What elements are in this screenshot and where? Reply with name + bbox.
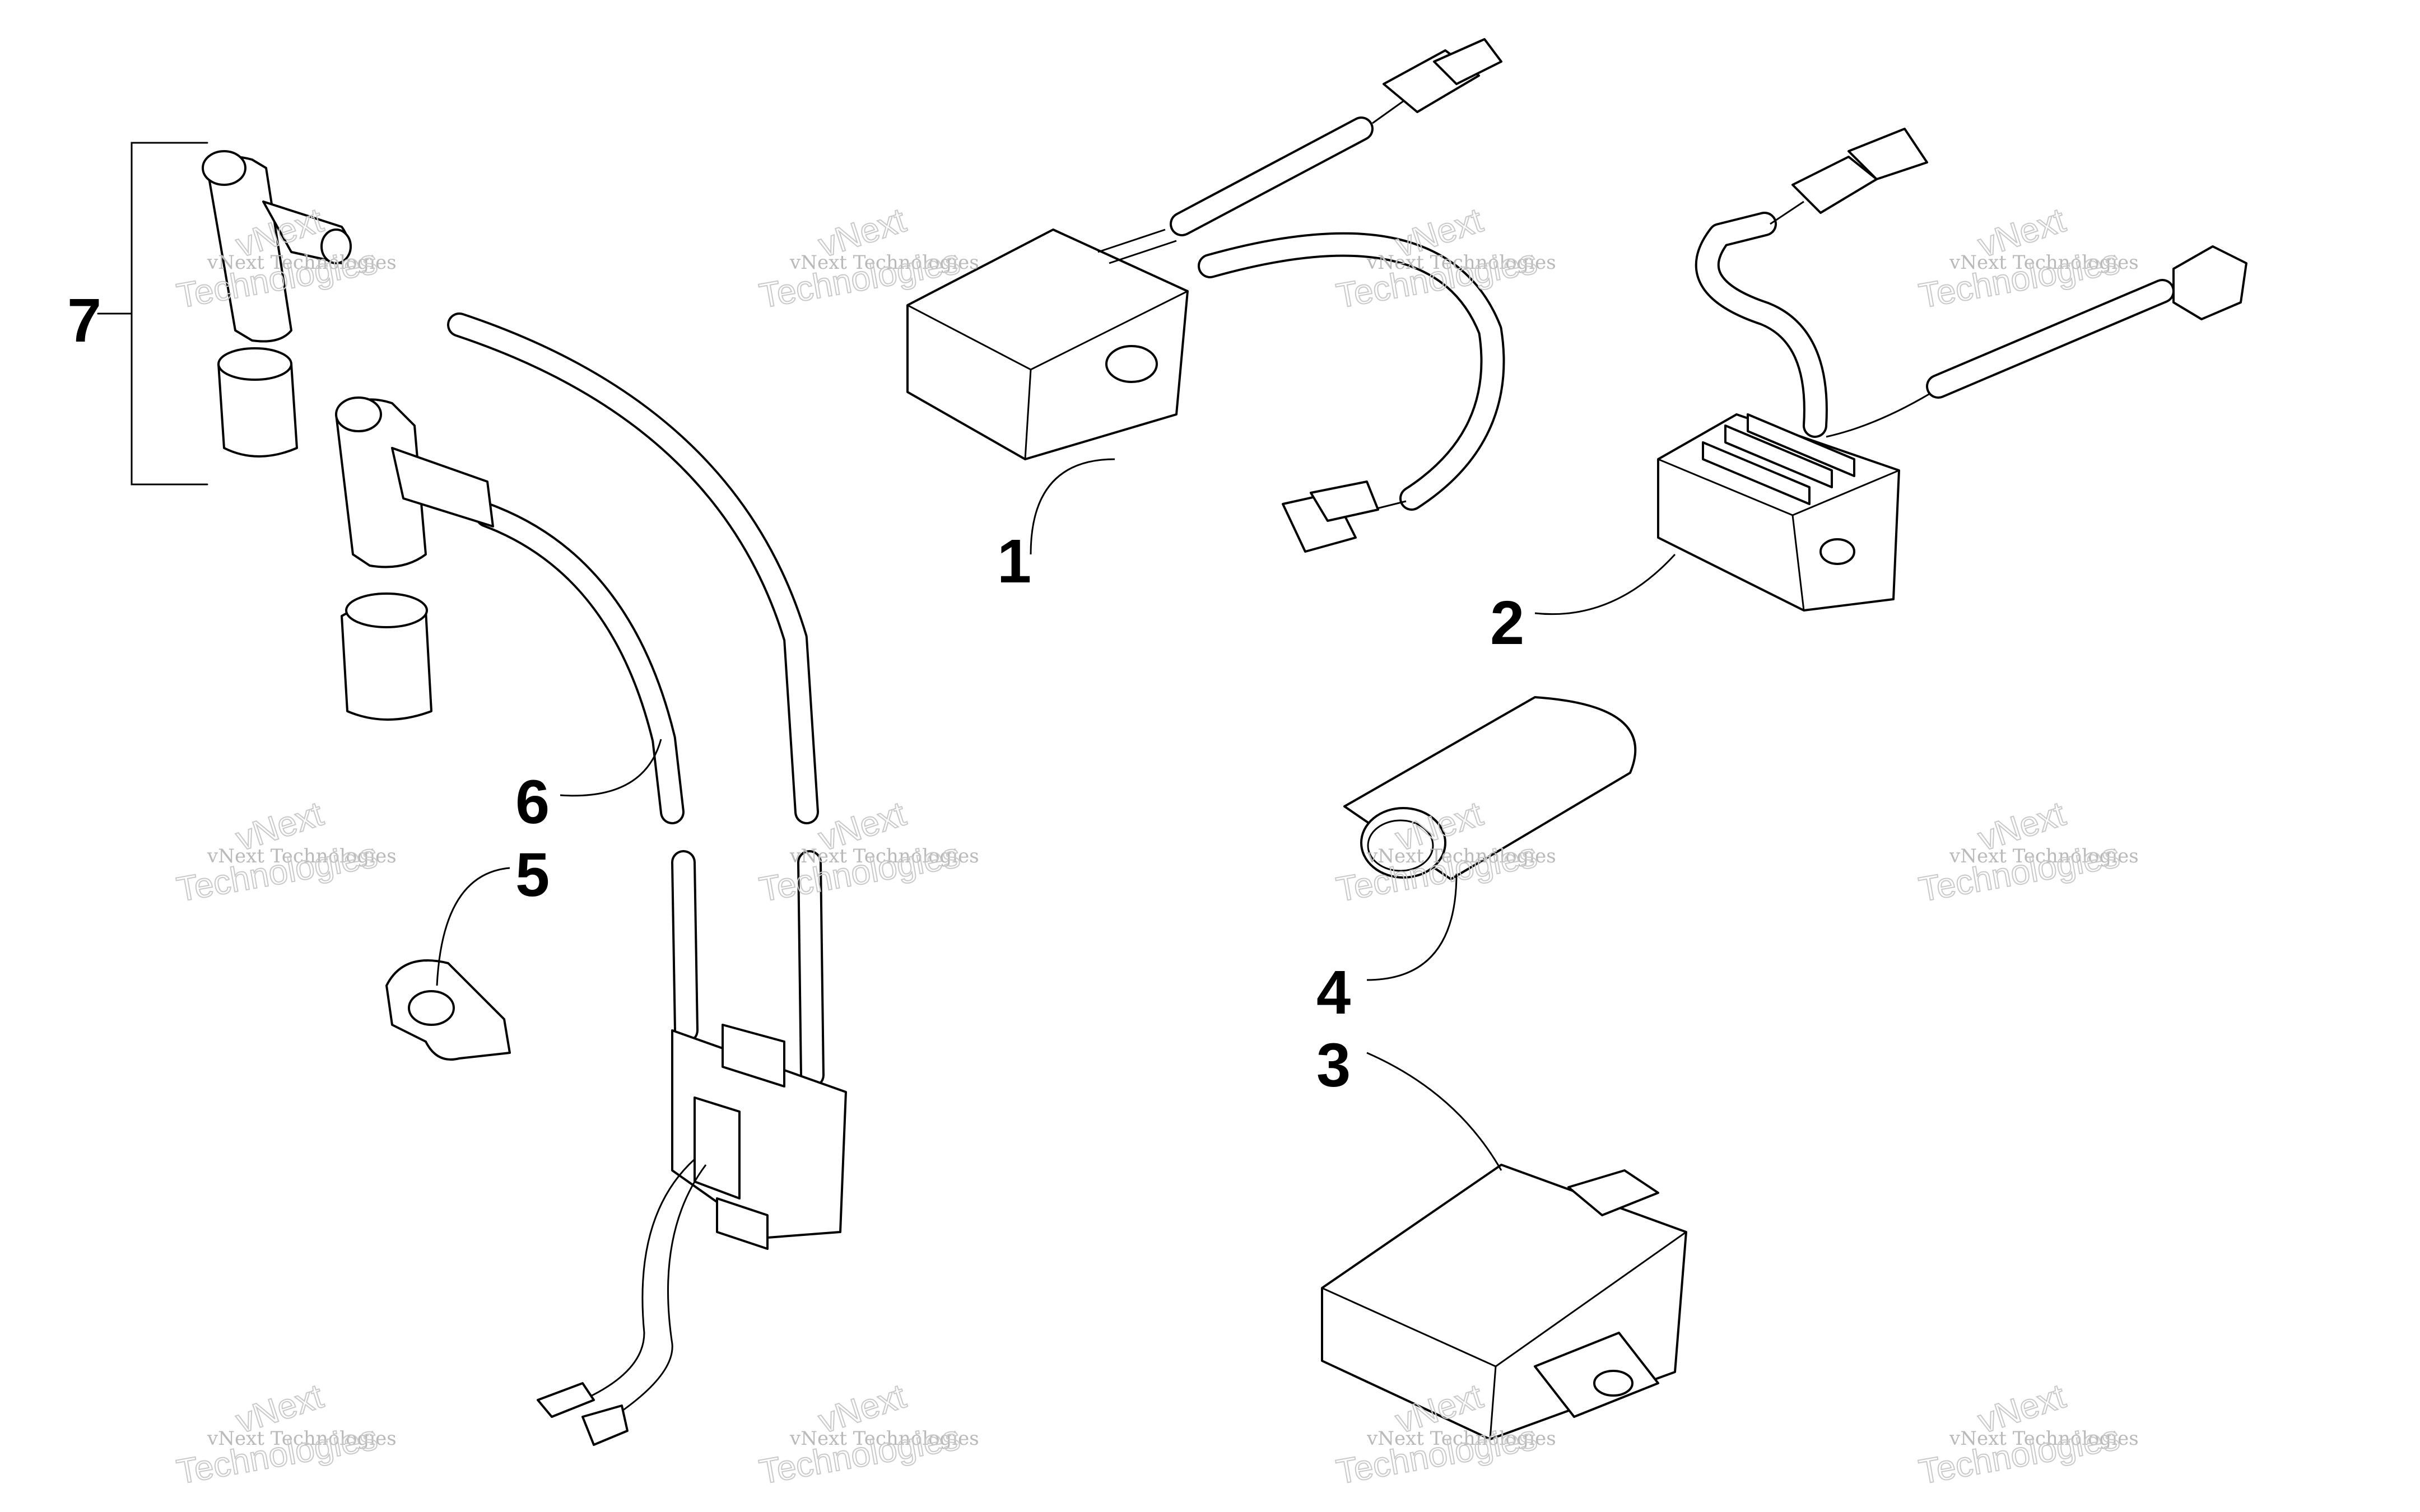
svg-text:vNext Technologies: vNext Technologies — [1949, 845, 2139, 867]
part-4-sleeve — [1343, 696, 1637, 880]
svg-text:vNext Technologies: vNext Technologies — [1366, 251, 1556, 274]
svg-text:vNext Technologies: vNext Technologies — [207, 845, 397, 867]
part-2-regulator — [1657, 128, 2247, 612]
callout-1: 1 — [997, 527, 1031, 596]
part-5-clip — [385, 959, 511, 1061]
part-7-plug-cap-kit — [97, 142, 352, 486]
callout-3: 3 — [1316, 1031, 1351, 1100]
part-3-control-module — [1321, 1164, 1687, 1440]
leader-6 — [560, 739, 662, 797]
leader-lines — [436, 458, 1676, 1171]
svg-text:vNext Technologies: vNext Technologies — [1366, 845, 1556, 867]
callout-numbers: 1 2 3 4 5 6 7 — [67, 286, 1524, 1100]
callout-7: 7 — [67, 286, 101, 355]
callout-2: 2 — [1490, 589, 1524, 657]
watermark-3: vNext Technologies vNext Technologies — [1333, 200, 1556, 316]
leader-4 — [1366, 873, 1458, 981]
watermark-12: vNext Technologies vNext Technologies — [1915, 1376, 2139, 1492]
svg-text:vNext Technologies: vNext Technologies — [1366, 1427, 1556, 1450]
callout-5: 5 — [515, 841, 550, 909]
watermark-5: vNext Technologies vNext Technologies — [173, 794, 397, 910]
svg-text:vNext Technologies: vNext Technologies — [789, 251, 979, 274]
leader-5 — [436, 867, 510, 986]
svg-text:vNext Technologies: vNext Technologies — [207, 1427, 397, 1450]
callout-6: 6 — [515, 768, 550, 837]
leader-1 — [1030, 458, 1115, 555]
watermark-10: vNext Technologies vNext Technologies — [756, 1376, 979, 1492]
part-6-ignition-coil — [335, 312, 847, 1446]
callout-4: 4 — [1316, 958, 1351, 1027]
watermark-8: vNext Technologies vNext Technologies — [1915, 794, 2139, 910]
watermark-9: vNext Technologies vNext Technologies — [173, 1376, 397, 1492]
svg-text:vNext Technologies: vNext Technologies — [789, 1427, 979, 1450]
watermark-4: vNext Technologies vNext Technologies — [1915, 200, 2139, 316]
svg-text:vNext Technologies: vNext Technologies — [207, 251, 397, 274]
leader-3 — [1366, 1052, 1502, 1171]
svg-text:vNext Technologies: vNext Technologies — [1949, 1427, 2139, 1450]
part-1-cdi-module — [906, 38, 1505, 553]
watermark-6: vNext Technologies vNext Technologies — [756, 794, 979, 910]
leader-2 — [1534, 553, 1676, 615]
svg-text:vNext Technologies: vNext Technologies — [789, 845, 979, 867]
svg-text:vNext Technologies: vNext Technologies — [1949, 251, 2139, 274]
